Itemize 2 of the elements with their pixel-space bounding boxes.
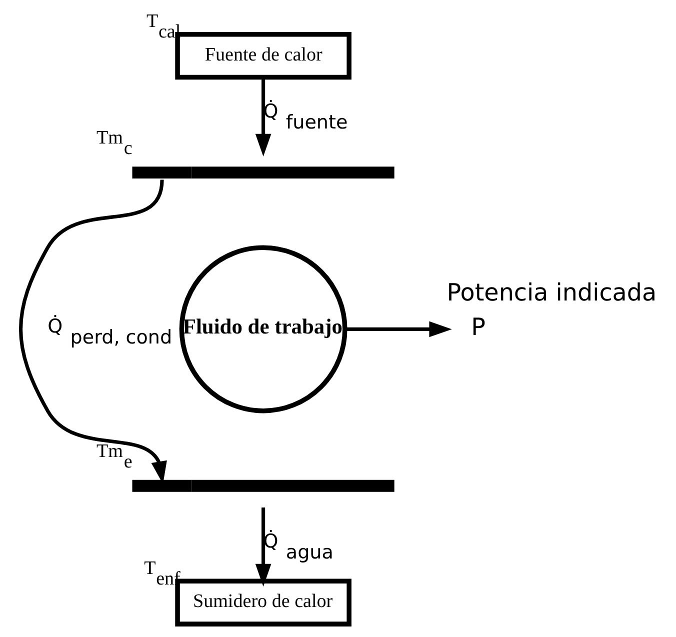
node-label: Potencia indicada — [446, 278, 657, 307]
node-text: P — [471, 313, 486, 342]
